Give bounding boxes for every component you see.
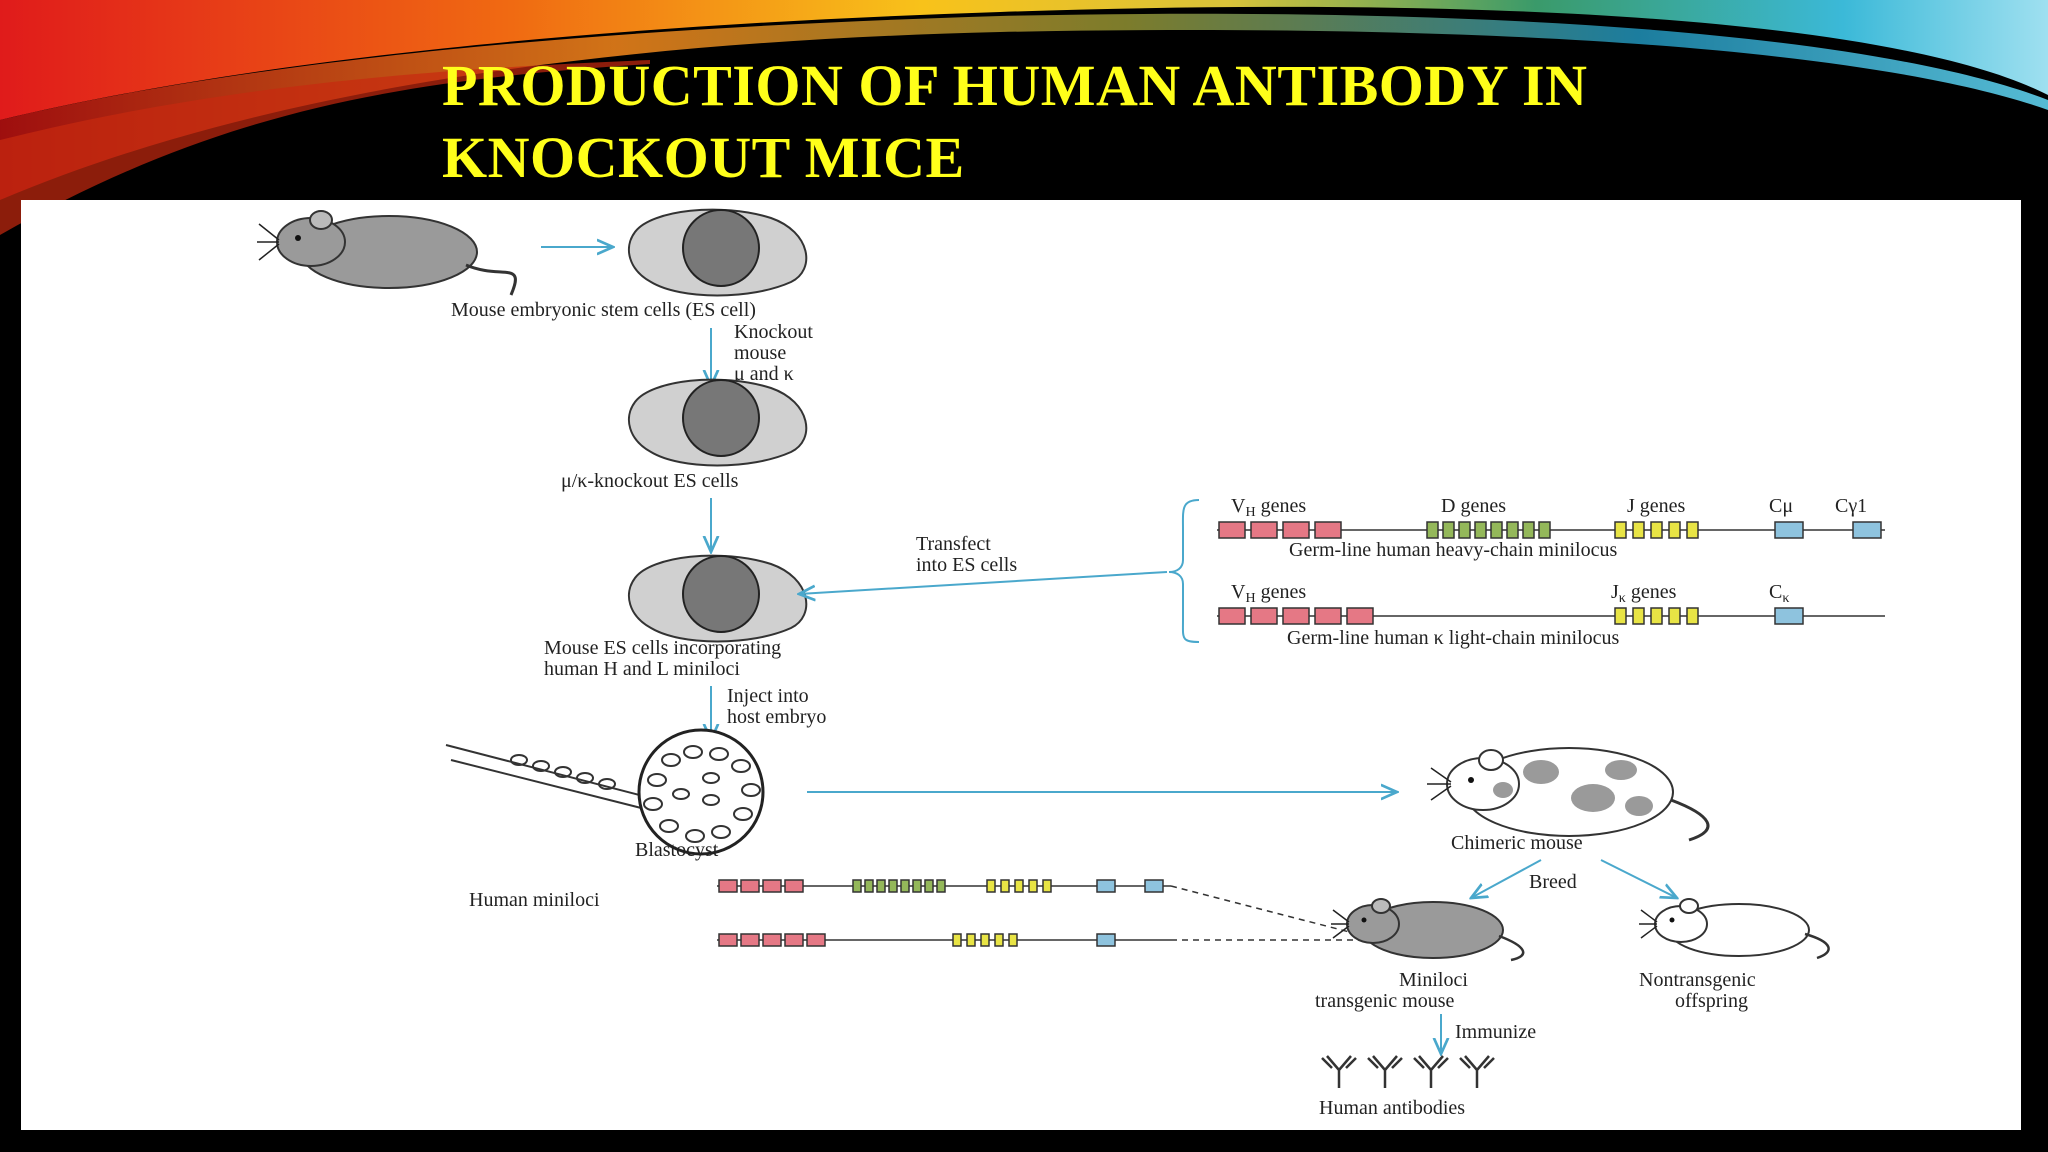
heavy-chain-minilocus	[1217, 521, 1885, 539]
light-chain-caption: Germ-line human κ light-chain minilocus	[1287, 627, 1619, 649]
heavy-cmu-label: Cμ	[1769, 495, 1793, 517]
es-cell	[627, 208, 808, 297]
miniloci-connector	[1170, 885, 1362, 936]
minilocus-brace	[1168, 499, 1200, 643]
immunize-label: Immunize	[1455, 1021, 1536, 1043]
heavy-chain-caption: Germ-line human heavy-chain minilocus	[1289, 539, 1617, 561]
nontransgenic-mouse-icon	[1639, 898, 1830, 960]
antibody-production-diagram: Mouse embryonic stem cells (ES cell) Kno…	[257, 208, 1885, 1119]
chimeric-mouse-icon	[1427, 747, 1710, 842]
inject-label-2: host embryo	[727, 706, 826, 728]
blastocyst-label: Blastocyst	[635, 839, 719, 861]
human-miniloci-heavy	[717, 879, 1171, 893]
transgenic-label-1: Miniloci	[1399, 969, 1468, 991]
knockout-es-cell	[627, 378, 808, 467]
human-miniloci-label: Human miniloci	[469, 889, 600, 911]
chimeric-mouse-label: Chimeric mouse	[1451, 832, 1583, 854]
incorporating-label-1: Mouse ES cells incorporating	[544, 637, 781, 659]
human-miniloci-light	[717, 933, 1171, 947]
blastocyst-icon	[445, 728, 765, 856]
nontransgenic-label-2: offspring	[1675, 990, 1748, 1012]
heavy-vh-genes-label: VH genes	[1231, 495, 1306, 520]
grey-mouse-icon	[257, 210, 517, 296]
heavy-cgamma-label: Cγ1	[1835, 495, 1867, 517]
knockout-label-2: mouse	[734, 342, 786, 364]
slide-title-line-1: PRODUCTION OF HUMAN ANTIBODY IN	[442, 53, 1588, 118]
light-jk-genes-label: Jκ genes	[1611, 581, 1677, 606]
knockout-label-3: μ and κ	[734, 363, 794, 385]
knockout-es-cells-label: μ/κ-knockout ES cells	[561, 470, 739, 492]
es-cells-label: Mouse embryonic stem cells (ES cell)	[451, 299, 756, 321]
inject-label-1: Inject into	[727, 685, 809, 707]
transfect-label-2: into ES cells	[916, 554, 1017, 576]
nontransgenic-label-1: Nontransgenic	[1639, 969, 1756, 991]
light-ck-label: Cκ	[1769, 581, 1789, 606]
slide-title: PRODUCTION OF HUMAN ANTIBODY IN KNOCKOUT…	[442, 50, 1587, 194]
antibody-icons	[1321, 1055, 1495, 1088]
diagram-panel: Mouse embryonic stem cells (ES cell) Kno…	[21, 200, 2021, 1130]
human-antibodies-label: Human antibodies	[1319, 1097, 1465, 1119]
breed-label: Breed	[1529, 871, 1577, 893]
transgenic-label-2: transgenic mouse	[1315, 990, 1455, 1012]
heavy-j-genes-label: J genes	[1627, 495, 1686, 517]
light-vh-genes-label: VH genes	[1231, 581, 1306, 606]
heavy-d-genes-label: D genes	[1441, 495, 1506, 517]
transgenic-mouse-icon	[1331, 898, 1525, 962]
incorporating-label-2: human H and L miniloci	[544, 658, 740, 680]
transfect-label-1: Transfect	[916, 533, 991, 555]
knockout-label-1: Knockout	[734, 321, 813, 343]
slide-title-line-2: KNOCKOUT MICE	[442, 125, 965, 190]
light-chain-minilocus	[1217, 607, 1885, 625]
transfected-es-cell	[627, 554, 808, 643]
